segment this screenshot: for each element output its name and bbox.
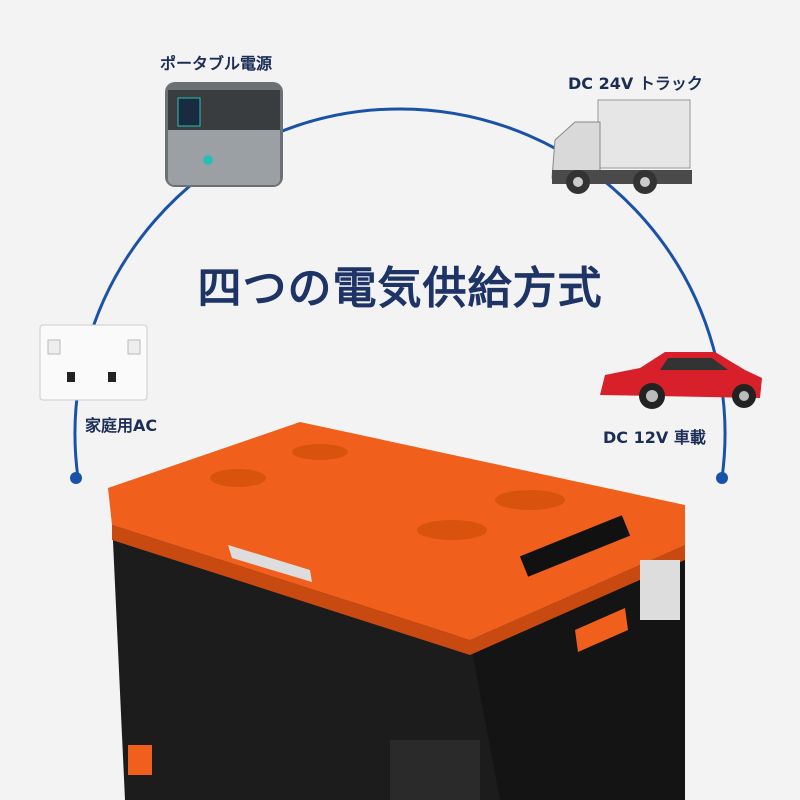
- portable-power-station-icon: [165, 82, 283, 187]
- car-icon: [600, 352, 762, 409]
- arc-endpoint-left: [70, 472, 82, 484]
- label-truck: DC 24V トラック: [568, 74, 703, 93]
- label-home-ac: 家庭用AC: [85, 416, 158, 435]
- label-portable-power: ポータブル電源: [160, 54, 273, 73]
- page-title: 四つの電気供給方式: [197, 263, 603, 314]
- label-car: DC 12V 車載: [603, 428, 706, 447]
- arc-endpoint-right: [716, 472, 728, 484]
- wall-outlet-icon: [39, 324, 148, 401]
- portable-fridge-image: [108, 422, 685, 800]
- connection-arc: [73, 107, 727, 479]
- truck-icon: [551, 99, 692, 194]
